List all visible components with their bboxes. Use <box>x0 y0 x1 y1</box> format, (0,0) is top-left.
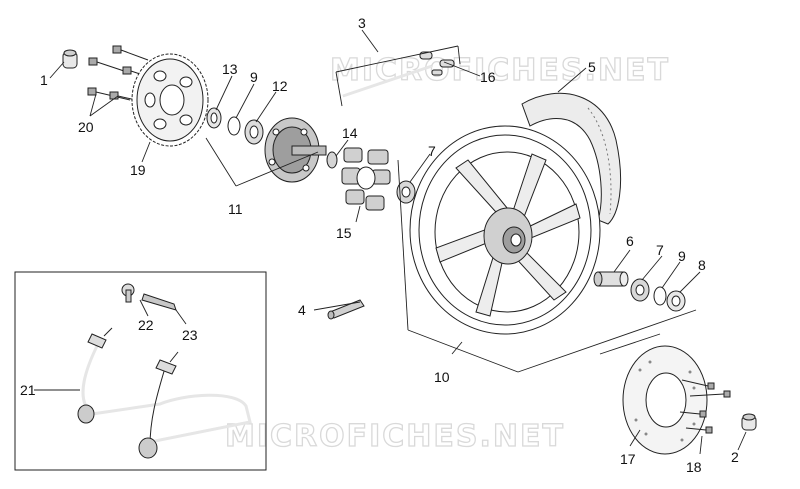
callout-22: 22 <box>138 317 154 333</box>
watermark-bottom: MICROFICHES.NET <box>225 419 565 454</box>
callout-12: 12 <box>272 78 288 94</box>
callout-15: 15 <box>336 225 352 241</box>
paddock-stand-part <box>77 327 252 459</box>
callout-9-left: 9 <box>250 69 258 85</box>
cush-drive-rubbers-part <box>341 147 391 211</box>
brake-disc-part <box>622 345 708 455</box>
callout-11: 11 <box>228 201 243 217</box>
sprocket-spacer-part <box>206 107 222 129</box>
callout-7-left: 7 <box>428 143 436 159</box>
circlip-right-part <box>653 286 667 306</box>
callout-labels: 1 2 3 4 5 6 7 7 8 9 9 10 11 12 13 14 15 … <box>20 15 739 475</box>
callout-10: 10 <box>434 369 450 385</box>
wheel-spacer-part <box>593 271 629 287</box>
wheel-bearing-right-part <box>630 278 650 302</box>
drive-chain-part <box>342 64 433 98</box>
bushing-part <box>326 151 338 169</box>
callout-20: 20 <box>78 119 94 135</box>
callout-8: 8 <box>698 257 706 273</box>
callout-13: 13 <box>222 61 238 77</box>
callout-14: 14 <box>342 125 358 141</box>
callout-2: 2 <box>731 449 739 465</box>
callout-23: 23 <box>182 327 198 343</box>
oil-seal-part <box>666 290 686 312</box>
paddock-stand-inset <box>14 271 267 471</box>
callout-5: 5 <box>588 59 596 75</box>
chain-guard-part <box>521 92 622 225</box>
callout-1: 1 <box>40 72 48 88</box>
stand-pin-part <box>121 283 135 303</box>
circlip-part <box>227 116 241 136</box>
disc-bolts-part <box>679 379 731 434</box>
callout-3: 3 <box>358 15 366 31</box>
tire-valve-part <box>327 299 365 320</box>
rear-wheel-part <box>409 125 601 335</box>
sprocket-carrier-part <box>264 117 327 183</box>
callout-19: 19 <box>130 162 146 178</box>
callout-16: 16 <box>480 69 496 85</box>
callout-17: 17 <box>620 451 636 467</box>
stand-screw-part <box>141 293 177 311</box>
leader-lines <box>34 29 747 455</box>
wheel-bearing-left-part <box>396 180 416 204</box>
rear-sprocket-part <box>131 53 209 147</box>
callout-6: 6 <box>626 233 634 249</box>
callout-21: 21 <box>20 382 36 398</box>
bearing-part <box>244 119 264 145</box>
axle-nut-part <box>741 413 757 431</box>
callout-4: 4 <box>298 302 306 318</box>
cap-nut-part <box>62 49 78 69</box>
callout-7-right: 7 <box>656 242 664 258</box>
callout-9-right: 9 <box>678 248 686 264</box>
callout-18: 18 <box>686 459 702 475</box>
